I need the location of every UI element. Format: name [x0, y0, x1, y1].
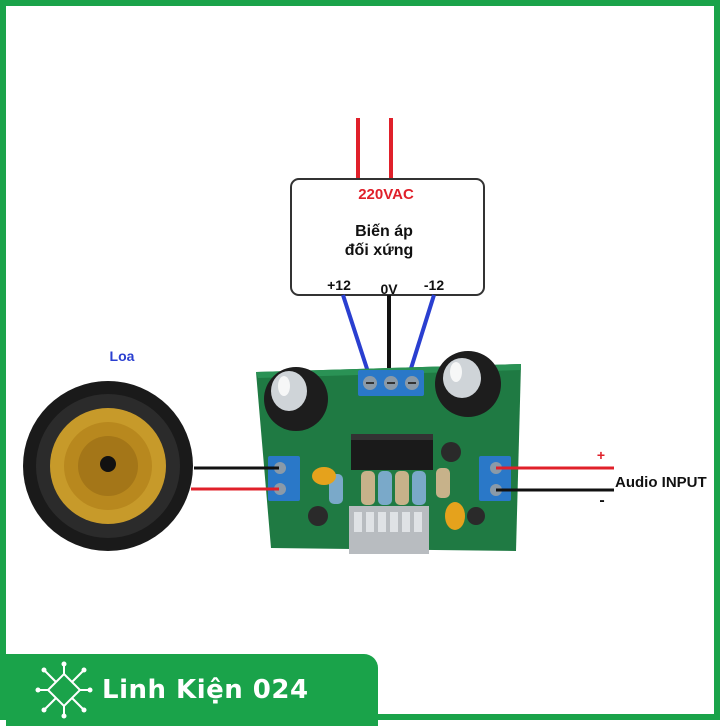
film-cap-right — [445, 502, 465, 530]
tap-plus-label: +12 — [327, 277, 351, 293]
transformer-voltage: 220VAC — [358, 186, 414, 203]
transformer-name-line2: đối xứng — [345, 242, 413, 259]
input-plus-sign: + — [597, 447, 605, 463]
tap-minus-label: -12 — [424, 277, 444, 293]
transformer-name-line1: Biến áp — [355, 223, 413, 240]
small-cap-right — [441, 442, 461, 462]
amplifier-pcb — [256, 351, 521, 554]
chip-logo-icon — [35, 661, 93, 719]
speaker-label: Loa — [110, 348, 135, 364]
wiring-diagram: 220VAC Biến áp đối xứng +12 0V -12 — [23, 118, 707, 554]
small-cap-left — [308, 506, 328, 526]
brand-footer: Linh Kiện 024 — [6, 654, 378, 726]
wire-minus12 — [406, 294, 436, 379]
film-cap-left — [312, 467, 336, 485]
wire-plus12 — [341, 294, 372, 379]
speaker — [23, 381, 193, 551]
tap-zero-label: 0V — [380, 281, 398, 297]
speaker-terminal — [268, 456, 300, 501]
input-label: Audio INPUT — [615, 474, 707, 491]
input-minus-sign: - — [599, 492, 604, 509]
brand-name: Linh Kiện 024 — [102, 675, 309, 705]
